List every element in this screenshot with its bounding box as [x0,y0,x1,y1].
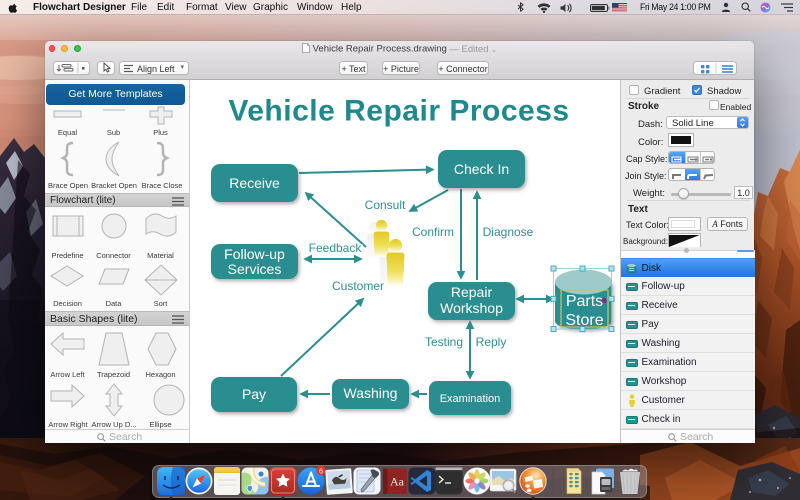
svg-text:Pay: Pay [242,386,266,402]
svg-text:Diagnose: Diagnose [483,225,534,239]
svg-text:Reply: Reply [476,335,507,349]
svg-text:Vehicle Repair Process: Vehicle Repair Process [228,95,569,128]
svg-text:Customer: Customer [332,279,384,293]
svg-text:Repair: Repair [451,284,493,300]
svg-text:Washing: Washing [344,385,398,401]
svg-text:Workshop: Workshop [440,300,503,316]
svg-text:Examination: Examination [440,393,501,405]
svg-text:Aa: Aa [390,475,405,489]
svg-text:Store: Store [565,312,603,329]
svg-text:Check In: Check In [454,161,509,177]
svg-text:6: 6 [319,466,323,475]
svg-text:Services: Services [228,261,282,277]
svg-text:Follow-up: Follow-up [224,246,285,262]
svg-text:Testing: Testing [425,335,463,349]
svg-text:Receive: Receive [229,175,280,191]
svg-text:Parts: Parts [566,293,603,310]
svg-text:Consult: Consult [365,198,406,212]
svg-text:Confirm: Confirm [412,225,454,239]
svg-text:Feedback: Feedback [309,241,363,255]
